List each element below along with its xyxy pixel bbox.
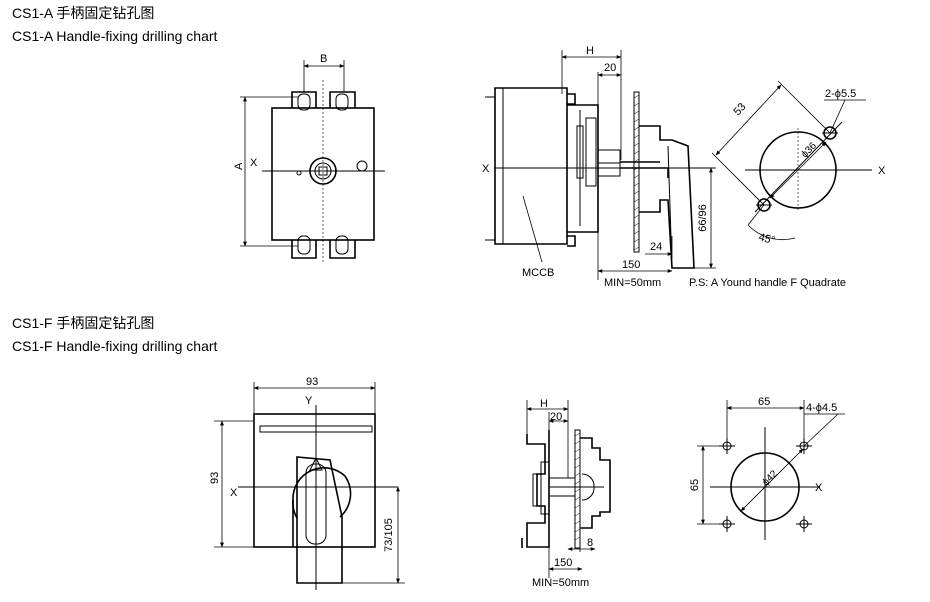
section-f-title-cn: CS1-F 手柄固定钻孔图: [12, 315, 155, 331]
dia-42-label: ϕ42: [760, 468, 780, 488]
small-hole-left: [296, 170, 302, 176]
bottom-left-slot: [297, 235, 311, 255]
dim-b-label: B: [320, 53, 327, 65]
dia-36-label: ϕ36: [799, 140, 819, 160]
front-plate-outline: [253, 413, 376, 548]
hole-spec-label: 2-ϕ5.5: [825, 88, 856, 100]
mccb-label: MCCB: [522, 267, 554, 279]
dim-150-label: 150: [622, 259, 640, 271]
dim-8-label: 8: [587, 537, 593, 549]
dim-53-label: 53: [731, 101, 748, 118]
handle-lever: [296, 456, 343, 584]
dim-65-horizontal-label: 65: [758, 396, 770, 408]
cs1a-front-view: B A X: [233, 53, 385, 262]
dim-a-label: A: [233, 162, 245, 170]
dim-h-label: H: [540, 398, 548, 410]
cs1f-side-view: H 20 8 150 MIN=50mm: [521, 398, 611, 589]
cs1f-hole-pattern: ϕ42 65 4-ϕ4.5 65 X: [689, 396, 845, 540]
dim-h-label: H: [586, 45, 594, 57]
door-panel: [633, 91, 640, 253]
axis-x-label: X: [250, 157, 258, 169]
dim-66-96-label: 66/96: [697, 204, 709, 232]
bottom-mounting-ears: [291, 240, 356, 259]
bottom-right-slot: [335, 235, 349, 255]
axis-x-label: X: [482, 163, 490, 175]
knob-side-outline: [580, 437, 611, 529]
dim-73-105-label: 73/105: [383, 518, 395, 552]
handle-type-note: P.S: A Yound handle F Quadrate: [689, 277, 846, 289]
dim-24-label: 24: [650, 241, 662, 253]
dim-20-label: 20: [550, 411, 562, 423]
axis-x-label: X: [230, 487, 238, 499]
section-a-title-cn: CS1-A 手柄固定钻孔图: [12, 5, 155, 21]
cs1a-hole-pattern: ϕ36 53 2-ϕ5.5 45° X: [711, 80, 886, 247]
dim-min-label: MIN=50mm: [604, 277, 661, 289]
dim-65-vertical-label: 65: [689, 479, 701, 491]
top-left-slot: [297, 93, 311, 111]
axis-x-label: X: [815, 482, 823, 494]
small-hole-right: [356, 160, 368, 172]
dim-93-width-label: 93: [306, 376, 318, 388]
axis-x-label: X: [878, 165, 886, 177]
cs1a-side-view: X H 20 24 150 MIN=50mm 66/96 MCCB: [482, 45, 716, 289]
handle-outline: [639, 125, 695, 269]
mounting-bracket: [526, 430, 550, 548]
hole-spec-label: 4-ϕ4.5: [806, 402, 837, 414]
mccb-body: [494, 87, 568, 245]
knob-outline: [292, 466, 346, 547]
dim-150-label: 150: [554, 557, 572, 569]
cs1f-front-view: Y X 93 93 73/105: [209, 376, 405, 590]
top-right-slot: [335, 93, 349, 111]
section-a-title-en: CS1-A Handle-fixing drilling chart: [12, 28, 218, 44]
dim-min-label: MIN=50mm: [532, 577, 589, 589]
angle-45-label: 45°: [757, 231, 776, 247]
axis-y-label: Y: [305, 395, 313, 407]
dim-93-height-label: 93: [209, 472, 221, 484]
section-f-title-en: CS1-F Handle-fixing drilling chart: [12, 338, 218, 354]
dim-20-label: 20: [604, 62, 616, 74]
